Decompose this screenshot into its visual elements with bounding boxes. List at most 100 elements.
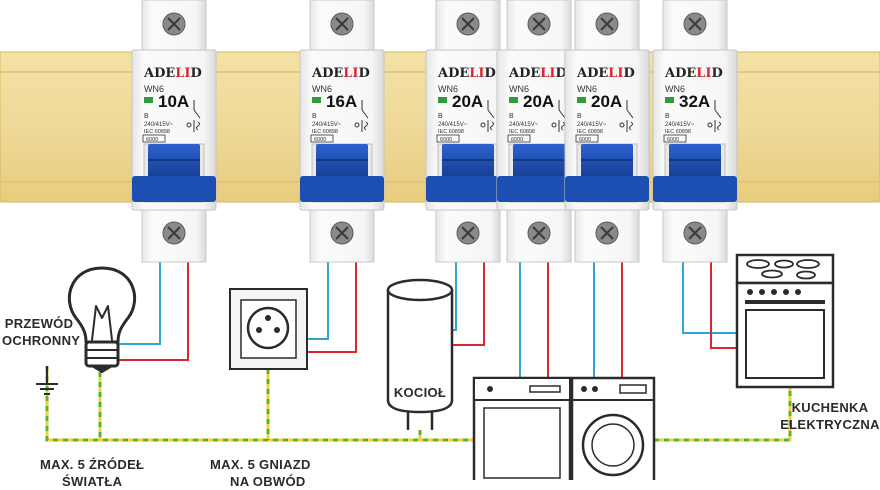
rating-label: 20A xyxy=(452,92,483,111)
status-indicator xyxy=(577,97,586,103)
voltage-label: 240/415V~ xyxy=(665,122,695,128)
status-indicator xyxy=(438,97,447,103)
breaker-toggle[interactable] xyxy=(442,144,494,178)
protective-wire-label: PRZEWÓD OCHRONNY xyxy=(2,315,81,349)
curve-label: B xyxy=(577,113,582,120)
socket-live-wire xyxy=(307,258,357,353)
rating-label: 20A xyxy=(591,92,622,111)
standard-label: IEC 60898 xyxy=(144,129,170,135)
standard-label: IEC 60898 xyxy=(312,129,338,135)
breaker-symbol-icon xyxy=(707,100,722,132)
model-label: WN6 xyxy=(312,84,332,94)
breaker-toggle[interactable] xyxy=(316,144,368,178)
lights-limit-line-2: ŚWIATŁA xyxy=(62,474,123,489)
standard-label: IEC 60898 xyxy=(665,129,691,135)
rating-label: 32A xyxy=(679,92,710,111)
breaker-toggle-lever[interactable] xyxy=(653,176,737,202)
stove-label-line-1: KUCHENKA xyxy=(791,400,869,415)
standard-label: IEC 60898 xyxy=(509,129,535,135)
curve-label: B xyxy=(312,113,317,120)
boiler-label: KOCIOŁ xyxy=(392,384,448,401)
capacity-label: 6000 xyxy=(667,137,679,143)
stove-live-wire xyxy=(710,258,737,349)
ground-symbol-icon xyxy=(36,366,58,395)
model-label: WN6 xyxy=(509,84,529,94)
curve-label: B xyxy=(144,113,149,120)
protective-wire-line-1: PRZEWÓD xyxy=(4,316,74,331)
status-indicator xyxy=(665,97,674,103)
breaker-toggle-lever[interactable] xyxy=(426,176,510,202)
breaker-toggle-lever[interactable] xyxy=(300,176,384,202)
capacity-label: 6000 xyxy=(314,137,326,143)
capacity-label: 6000 xyxy=(579,137,591,143)
capacity-label: 6000 xyxy=(440,137,452,143)
model-label: WN6 xyxy=(577,84,597,94)
voltage-label: 240/415V~ xyxy=(438,122,468,128)
light-neutral-wire xyxy=(118,258,161,345)
boiler-neutral-wire xyxy=(452,258,457,331)
standard-label: IEC 60898 xyxy=(577,129,603,135)
boiler-live-wire xyxy=(452,258,485,346)
breaker-toggle-lever[interactable] xyxy=(497,176,581,202)
washing-machine-icon xyxy=(570,376,656,480)
voltage-label: 240/415V~ xyxy=(144,122,174,128)
brand-logo: ADELID xyxy=(576,66,635,81)
lights-limit-label: MAX. 5 ŹRÓDEŁ ŚWIATŁA xyxy=(40,456,170,490)
standard-label: IEC 60898 xyxy=(438,129,464,135)
breaker-symbol-icon xyxy=(480,100,495,132)
breaker-toggle-lever[interactable] xyxy=(132,176,216,202)
model-label: WN6 xyxy=(665,84,685,94)
curve-label: B xyxy=(665,113,670,120)
breaker-symbol-icon xyxy=(354,100,369,132)
stove-neutral-wire xyxy=(682,258,737,334)
breaker-toggle[interactable] xyxy=(669,144,721,178)
rating-label: 10A xyxy=(158,92,189,111)
brand-logo: ADELID xyxy=(311,66,370,81)
rating-label: 20A xyxy=(523,92,554,111)
status-indicator xyxy=(312,97,321,103)
breaker-toggle[interactable] xyxy=(148,144,200,178)
breaker-symbol-icon xyxy=(186,100,201,132)
model-label: WN6 xyxy=(438,84,458,94)
capacity-label: 6000 xyxy=(146,137,158,143)
breaker-toggle[interactable] xyxy=(513,144,565,178)
stove-label: KUCHENKA ELEKTRYCZNA xyxy=(780,399,880,433)
light-live-wire xyxy=(118,258,189,361)
curve-label: B xyxy=(509,113,514,120)
breaker-toggle[interactable] xyxy=(581,144,633,178)
status-indicator xyxy=(509,97,518,103)
breaker-toggle-lever[interactable] xyxy=(565,176,649,202)
lights-limit-line-1: MAX. 5 ŹRÓDEŁ xyxy=(40,457,145,472)
protective-earth-wire xyxy=(45,366,792,442)
status-indicator xyxy=(144,97,153,103)
sockets-limit-label: MAX. 5 GNIAZD NA OBWÓD xyxy=(210,456,340,490)
boiler-icon xyxy=(386,278,454,430)
model-label: WN6 xyxy=(144,84,164,94)
boiler-label-text: KOCIOŁ xyxy=(393,385,447,400)
stove-label-line-2: ELEKTRYCZNA xyxy=(780,417,880,432)
brand-logo: ADELID xyxy=(664,66,723,81)
brand-logo: ADELID xyxy=(143,66,202,81)
brand-logo: ADELID xyxy=(437,66,496,81)
breaker-symbol-icon xyxy=(619,100,634,132)
socket-neutral-wire xyxy=(307,258,329,340)
voltage-label: 240/415V~ xyxy=(312,122,342,128)
sockets-limit-line-1: MAX. 5 GNIAZD xyxy=(210,457,311,472)
sockets-limit-line-2: NA OBWÓD xyxy=(230,474,306,489)
dishwasher-icon xyxy=(472,376,572,480)
rating-label: 16A xyxy=(326,92,357,111)
voltage-label: 240/415V~ xyxy=(509,122,539,128)
protective-wire-line-2: OCHRONNY xyxy=(2,333,81,348)
wall-socket-icon xyxy=(229,288,308,370)
electric-stove-icon xyxy=(735,253,835,389)
curve-label: B xyxy=(438,113,443,120)
capacity-label: 6000 xyxy=(511,137,523,143)
